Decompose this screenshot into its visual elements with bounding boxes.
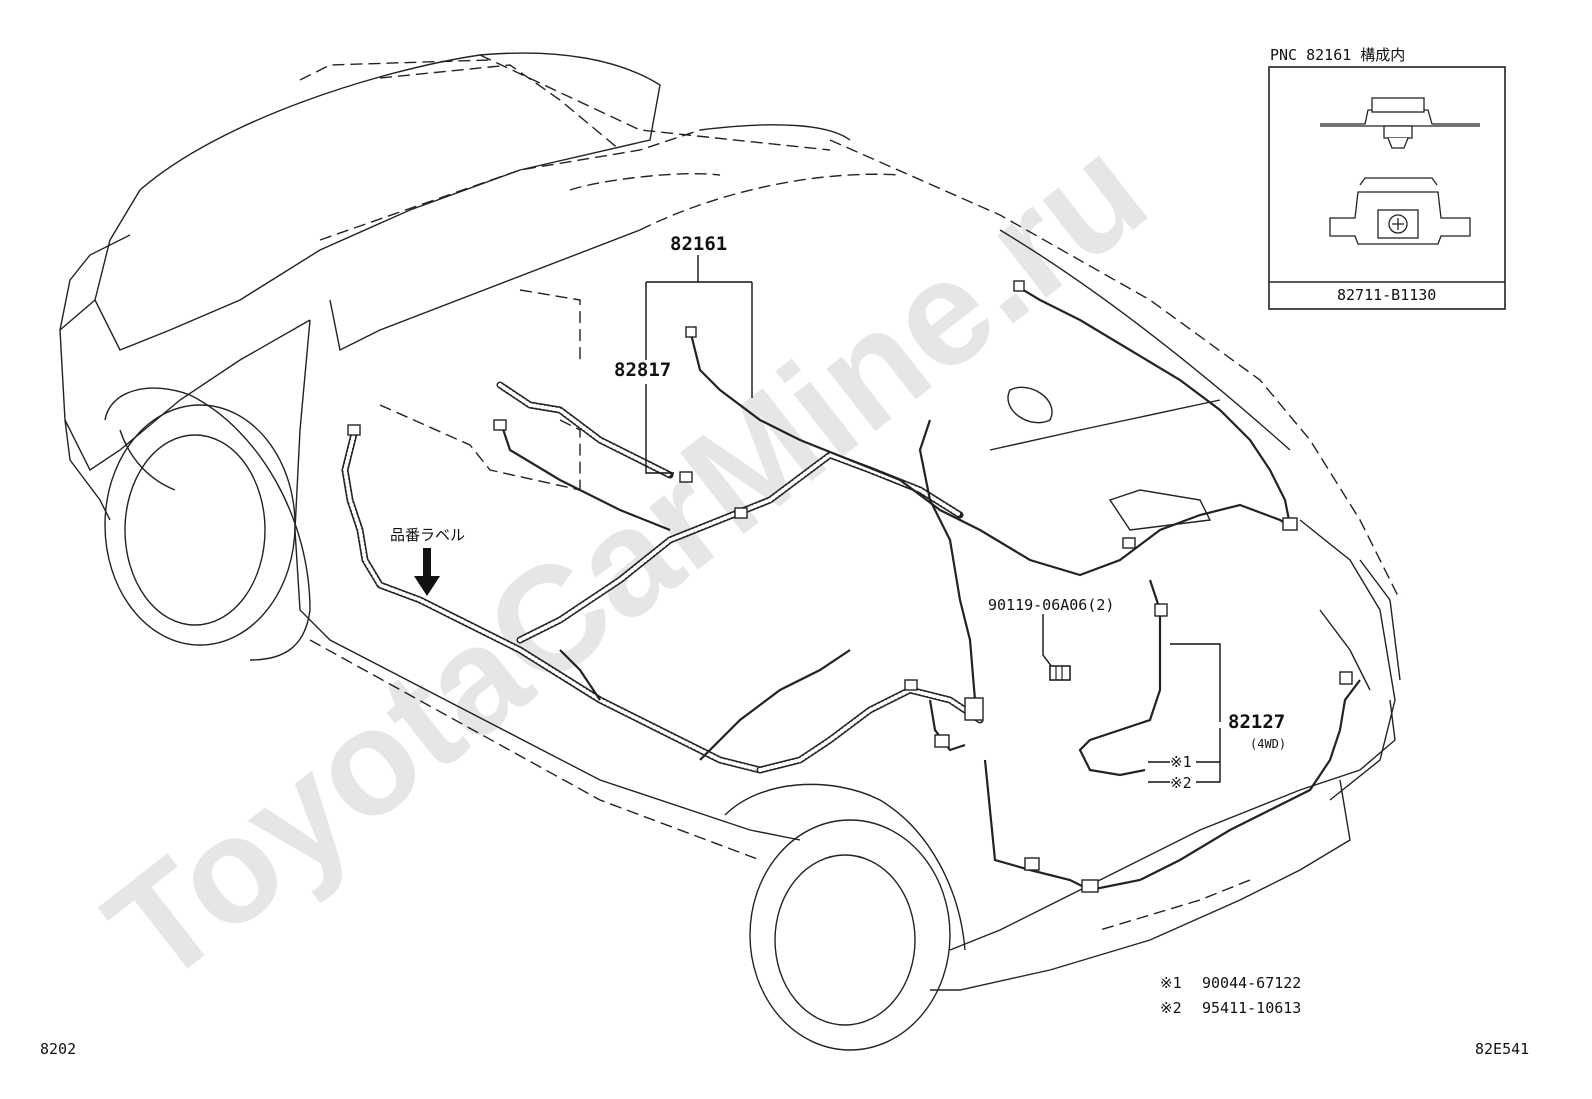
front-harness bbox=[559, 579, 1361, 892]
clip-detail-inset bbox=[1268, 66, 1506, 310]
clip-top-icon bbox=[1329, 177, 1471, 245]
connectors bbox=[347, 280, 1353, 893]
callout-82127: 82127 bbox=[1228, 711, 1285, 733]
figure-code-right: 82E541 bbox=[1475, 1040, 1529, 1058]
callout-82161: 82161 bbox=[670, 233, 727, 255]
main-floor-harness bbox=[341, 381, 984, 774]
legend-part-2: 95411-10613 bbox=[1202, 999, 1301, 1017]
inset-part-number: 82711-B1130 bbox=[1337, 286, 1436, 304]
part-number-label-tag: 品番ラベル bbox=[390, 526, 465, 544]
callout-4wd-note: (4WD) bbox=[1250, 737, 1286, 751]
callout-mark-1: ※1 bbox=[1170, 753, 1192, 771]
bolt-icon bbox=[1049, 665, 1071, 681]
legend-mark-1: ※1 bbox=[1160, 974, 1182, 992]
front-wheel bbox=[724, 783, 966, 1051]
figure-code-left: 8202 bbox=[40, 1040, 76, 1058]
legend-part-1: 90044-67122 bbox=[1202, 974, 1301, 992]
rear-wheel bbox=[104, 387, 311, 661]
callout-mark-2: ※2 bbox=[1170, 774, 1192, 792]
legend: ※1 90044-67122 ※2 95411-10613 bbox=[1160, 974, 1301, 1017]
watermark: ToyotaCarMine.ru bbox=[76, 105, 1175, 1016]
label-arrow bbox=[414, 548, 440, 596]
legend-mark-2: ※2 bbox=[1160, 999, 1182, 1017]
roof-harness bbox=[498, 284, 1296, 701]
callout-bolt: 90119-06A06(2) bbox=[988, 596, 1114, 614]
clip-side-icon bbox=[1320, 97, 1480, 149]
car-body-outline bbox=[59, 52, 1401, 991]
inset-header: PNC 82161 構成内 bbox=[1270, 46, 1405, 64]
callout-82817: 82817 bbox=[614, 359, 671, 381]
leader-lines bbox=[645, 255, 1221, 783]
